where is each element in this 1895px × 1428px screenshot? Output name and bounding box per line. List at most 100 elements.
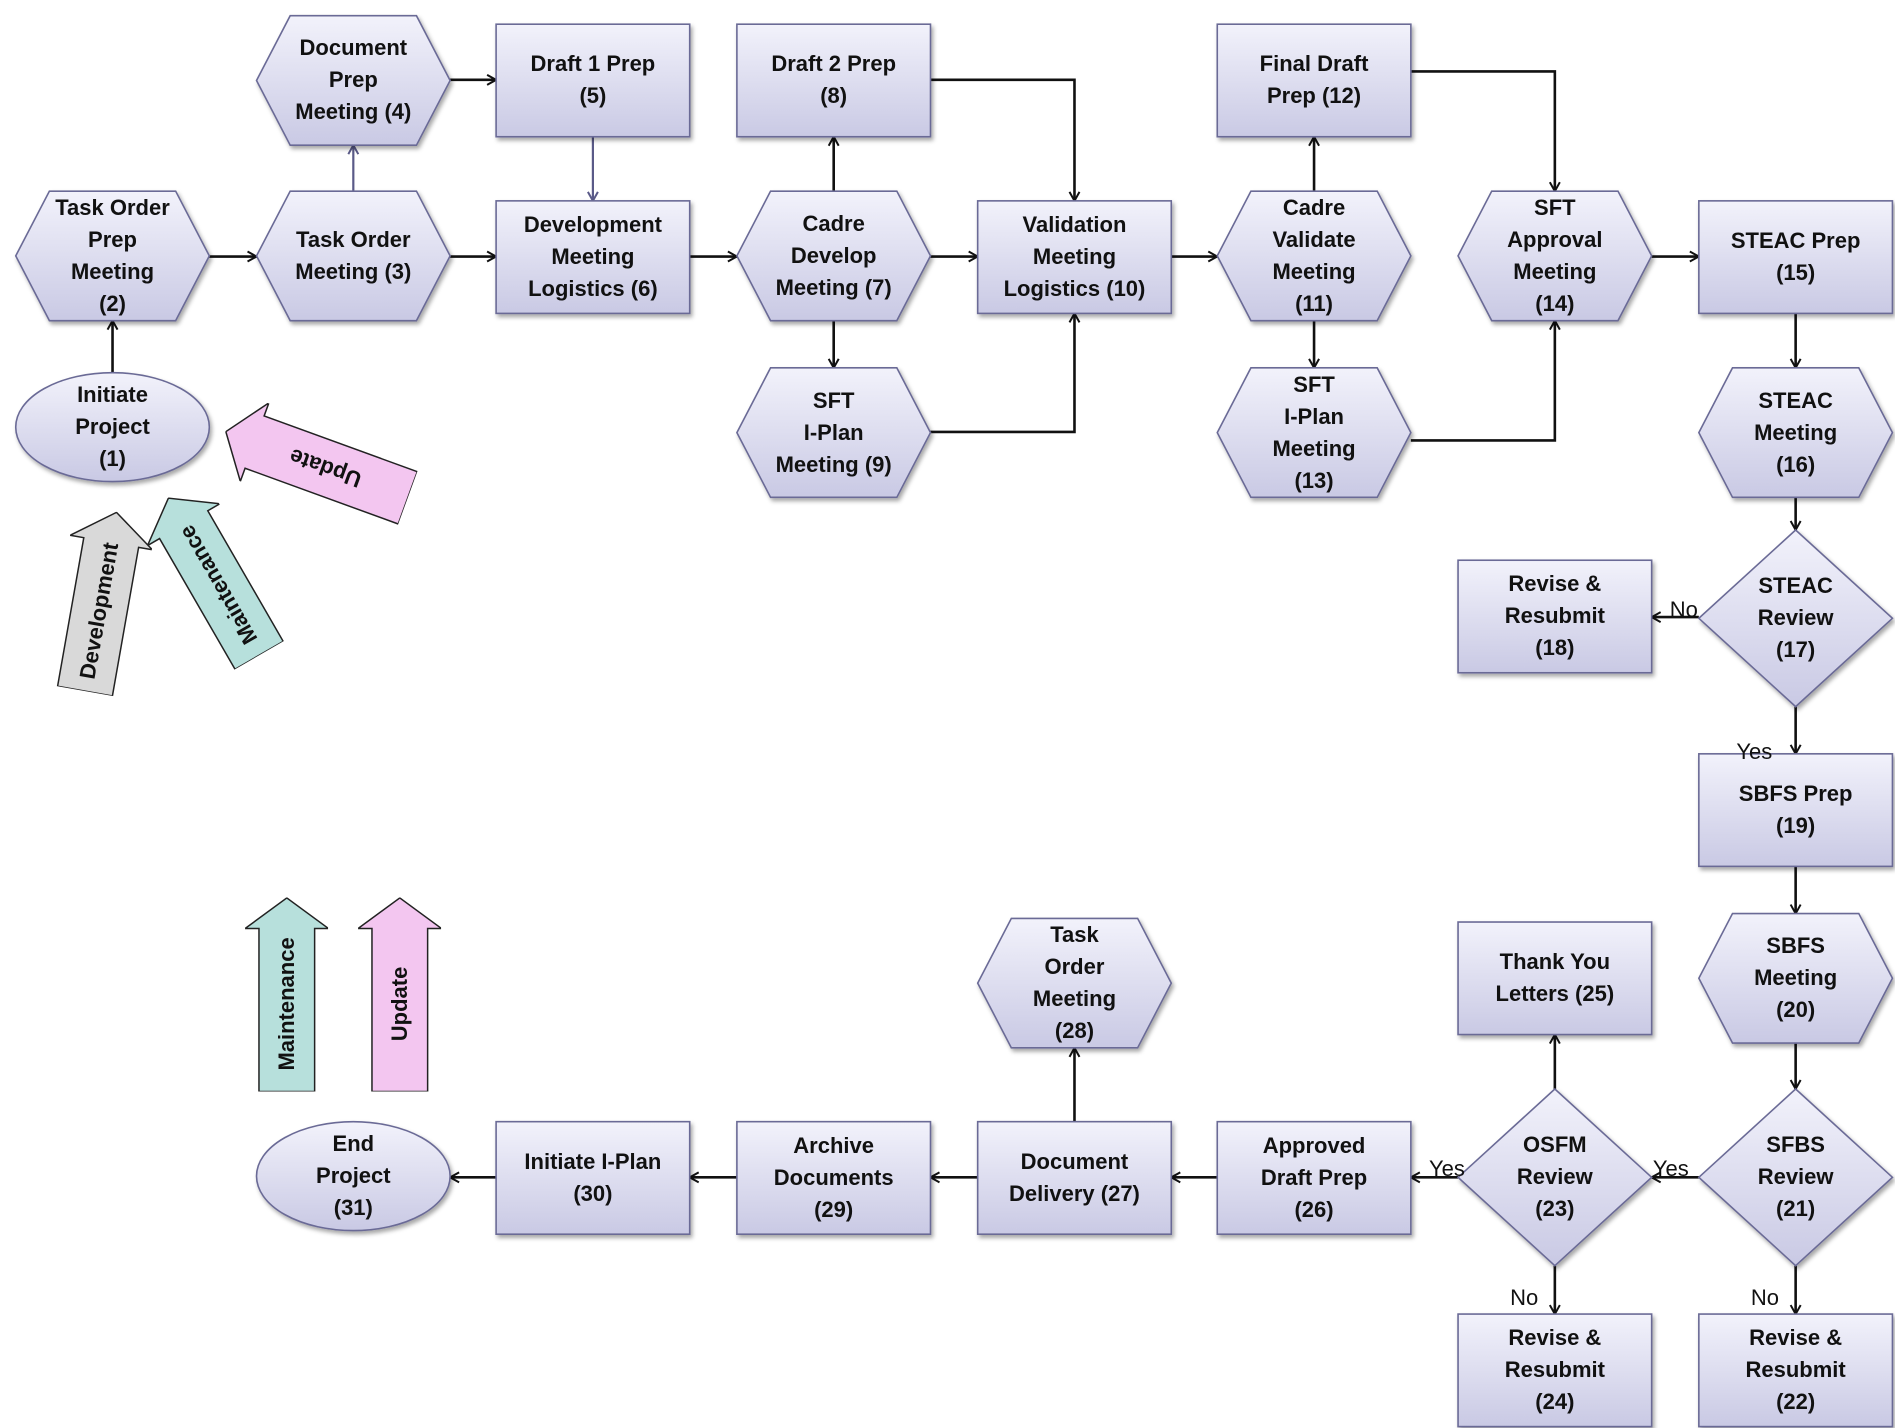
node-label-n31: End Project (31) (316, 1131, 391, 1221)
node-shape-n27 (976, 1120, 1173, 1236)
node-label-n7: Cadre Develop Meeting (7) (775, 210, 892, 300)
node-label-n24: Revise & Resubmit (24) (1504, 1325, 1605, 1415)
node-label-n10: Validation Meeting Logistics (10) (1003, 212, 1146, 302)
node-shape-n8 (736, 23, 932, 138)
node-shape-n14 (1457, 190, 1653, 322)
node-n6: Development Meeting Logistics (6) (496, 201, 690, 314)
node-label-n27: Document Delivery (27) (1009, 1148, 1140, 1206)
node-shape-n24 (1457, 1313, 1653, 1428)
node-n26: Approved Draft Prep (26) (1217, 1122, 1411, 1235)
edge-label-n21-n23: Yes (1652, 1155, 1689, 1181)
node-label-n1: Initiate Project (1) (75, 382, 150, 472)
edge-label-n17-n19: Yes (1736, 739, 1773, 765)
node-n30: Initiate I-Plan (30) (496, 1122, 690, 1235)
node-n13: SFT I-Plan Meeting (13) (1217, 368, 1411, 497)
node-n24: Revise & Resubmit (24) (1458, 1314, 1652, 1427)
node-n14: SFT Approval Meeting (14) (1458, 191, 1652, 320)
node-n5: Draft 1 Prep (5) (496, 24, 690, 137)
edge-n13-n14 (1410, 321, 1555, 442)
edge-n8-n10 (930, 78, 1074, 201)
node-shape-n22 (1698, 1313, 1894, 1428)
node-n1: Initiate Project (1) (16, 373, 210, 482)
node-n4: Document Prep Meeting (4) (257, 16, 451, 145)
node-shape-n12 (1216, 23, 1412, 138)
node-n10: Validation Meeting Logistics (10) (978, 201, 1172, 314)
node-label-n14: SFT Approval Meeting (14) (1507, 194, 1603, 316)
node-label-n15: STEAC Prep (15) (1730, 228, 1861, 286)
edge-n12-n14 (1410, 70, 1555, 191)
side-arrow-development-top: Development (44, 505, 158, 698)
node-label-n12: Final Draft Prep (12) (1259, 51, 1369, 109)
node-shape-n6 (495, 200, 691, 315)
edge-label-n23-n26: Yes (1429, 1155, 1465, 1181)
side-arrow-shape-development-top (56, 511, 155, 697)
node-label-n29: Archive Documents (29) (773, 1132, 894, 1222)
node-n23: OSFM Review (23) (1458, 1089, 1652, 1266)
node-label-n2: Task Order Prep Meeting (2) (55, 194, 170, 316)
node-shape-n19 (1698, 753, 1894, 868)
node-n3: Task Order Meeting (3) (257, 191, 451, 320)
node-label-n19: SBFS Prep (19) (1738, 781, 1853, 839)
edge-label-n17-n18: No (1669, 596, 1698, 622)
node-label-n18: Revise & Resubmit (18) (1504, 571, 1605, 661)
node-n20: SBFS Meeting (20) (1699, 914, 1893, 1043)
node-shape-n2 (14, 190, 211, 322)
node-shape-n20 (1697, 912, 1894, 1044)
node-n16: STEAC Meeting (16) (1699, 368, 1893, 497)
node-label-n17: STEAC Review (17) (1757, 573, 1834, 663)
node-label-n8: Draft 2 Prep (8) (771, 51, 897, 109)
node-n12: Final Draft Prep (12) (1217, 24, 1411, 137)
node-label-n13: SFT I-Plan Meeting (13) (1272, 371, 1356, 493)
node-label-n20: SBFS Meeting (20) (1754, 933, 1838, 1023)
node-shape-n18 (1457, 559, 1653, 674)
node-shape-n13 (1216, 367, 1412, 499)
node-shape-n4 (255, 14, 452, 146)
node-n31: End Project (31) (257, 1122, 451, 1231)
node-label-n30: Initiate I-Plan (30) (524, 1148, 662, 1206)
side-arrow-shape-maintenance-bottom (245, 897, 329, 1092)
node-label-n9: SFT I-Plan Meeting (9) (775, 387, 892, 477)
node-label-n25: Thank You Letters (25) (1495, 949, 1615, 1007)
node-shape-n23 (1456, 1087, 1653, 1267)
node-shape-n7 (735, 190, 932, 322)
node-n9: SFT I-Plan Meeting (9) (737, 368, 931, 497)
node-n18: Revise & Resubmit (18) (1458, 560, 1652, 673)
node-shape-n31 (255, 1120, 451, 1232)
node-label-n11: Cadre Validate Meeting (11) (1272, 194, 1356, 316)
node-shape-n10 (976, 200, 1173, 315)
node-shape-n15 (1698, 200, 1894, 315)
side-arrow-label-update-bottom: Update (386, 966, 412, 1042)
node-n19: SBFS Prep (19) (1699, 754, 1893, 867)
side-arrow-shape-update-top (225, 400, 419, 525)
node-label-n28: Task Order Meeting (28) (1032, 922, 1117, 1044)
node-shape-n30 (495, 1120, 691, 1236)
node-shape-n9 (735, 367, 932, 499)
node-shape-n21 (1697, 1087, 1894, 1267)
edge-label-n21-n22: No (1750, 1285, 1779, 1311)
node-n17: STEAC Review (17) (1699, 530, 1893, 707)
node-label-n26: Approved Draft Prep (26) (1260, 1132, 1368, 1222)
node-n11: Cadre Validate Meeting (11) (1217, 191, 1411, 320)
node-shape-n29 (736, 1120, 932, 1236)
node-label-n4: Document Prep Meeting (4) (295, 35, 412, 125)
node-n28: Task Order Meeting (28) (978, 918, 1172, 1047)
side-arrow-shape-update-bottom (357, 897, 442, 1092)
side-arrow-update-bottom: Update (357, 897, 442, 1092)
node-shape-n3 (255, 190, 452, 322)
node-n27: Document Delivery (27) (978, 1122, 1172, 1235)
edge-label-n23-n24: No (1510, 1285, 1539, 1311)
node-label-n3: Task Order Meeting (3) (295, 226, 412, 284)
side-arrow-maintenance-bottom: Maintenance (245, 897, 329, 1092)
edge-n9-n10 (930, 313, 1074, 434)
side-arrow-maintenance-top: Maintenance (133, 478, 296, 677)
node-n15: STEAC Prep (15) (1699, 201, 1893, 314)
node-shape-n26 (1216, 1120, 1412, 1236)
node-label-n22: Revise & Resubmit (22) (1745, 1325, 1846, 1415)
node-shape-n25 (1457, 921, 1653, 1036)
node-label-n21: SFBS Review (21) (1757, 1132, 1834, 1222)
node-shape-n17 (1697, 528, 1894, 708)
node-label-n16: STEAC Meeting (16) (1754, 387, 1838, 477)
node-shape-n16 (1697, 367, 1894, 499)
